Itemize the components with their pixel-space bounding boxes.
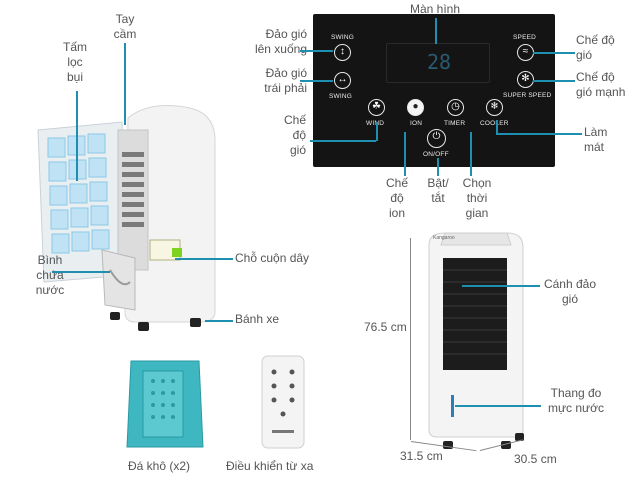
dust-filter-image: [37, 121, 129, 283]
label-wind-mode: Chế độ gió: [283, 113, 306, 157]
swing-vertical-icon: ↕: [334, 44, 351, 61]
label-height: 76.5 cm: [364, 320, 407, 334]
swing-horizontal-icon: ↔: [334, 72, 351, 89]
label-swing-horizontal: Đảo gió trái phải: [264, 66, 307, 95]
panel-ion-text: ION: [410, 120, 423, 127]
label-timer: Chọn thời gian: [462, 176, 492, 220]
cooler-body-back-image: [101, 105, 216, 331]
label-speed: Chế độ gió: [576, 33, 615, 62]
cooler-exploded-illustration: [37, 105, 216, 331]
timer-icon: ◷: [447, 99, 464, 116]
panel-wind-text: WIND: [366, 120, 384, 127]
label-cooler: Làm mát: [584, 125, 608, 154]
panel-swing-top-text: SWING: [331, 34, 355, 41]
label-water-tank: Bình chứa nước: [35, 253, 65, 297]
label-display: Màn hình: [409, 2, 461, 16]
label-louver: Cánh đảo gió: [543, 277, 597, 306]
display-value: 28: [427, 50, 452, 74]
label-remote: Điều khiển từ xa: [226, 459, 314, 473]
label-swing-vertical: Đảo gió lên xuống: [254, 27, 307, 56]
label-cord-storage: Chỗ cuộn dây: [235, 251, 310, 265]
cooler-front-illustration: [428, 232, 524, 449]
panel-speed-text: SPEED: [513, 34, 537, 41]
label-ion-mode: Chế độ ion: [385, 176, 408, 220]
panel-swing-bottom-text: SWING: [329, 93, 353, 100]
brand-logo: Kangaroo: [433, 235, 455, 241]
label-ice-pack: Đá khô (x2): [128, 459, 191, 473]
label-super-speed: Chế độ gió mạnh: [576, 70, 626, 99]
label-dust-filter: Tấm lọc bụi: [63, 40, 87, 84]
panel-onoff-text: ON/OFF: [423, 151, 449, 158]
power-icon: ⏻: [427, 129, 446, 148]
panel-timer-text: TIMER: [444, 120, 466, 127]
label-width: 31.5 cm: [400, 449, 443, 463]
label-power: Bật/ tắt: [427, 176, 449, 205]
speed-icon: ≈: [517, 44, 534, 61]
panel-display: 28: [386, 43, 490, 83]
label-water-gauge: Thang đo mực nước: [548, 386, 604, 415]
label-handle: Tay cầm: [113, 12, 137, 41]
ion-icon: ●: [407, 99, 424, 116]
control-panel: 28 SWING ↕ ↔ SWING SPEED ≈ ✻ SUPER SPEED…: [313, 14, 555, 167]
wind-icon: ☘: [368, 99, 385, 116]
super-speed-icon: ✻: [517, 71, 534, 88]
panel-cooler-text: COOLER: [480, 120, 509, 127]
label-depth: 30.5 cm: [514, 452, 557, 466]
panel-super-speed-text: SUPER SPEED: [503, 92, 552, 99]
height-dimension-line: [410, 238, 411, 440]
ice-pack-illustration: [126, 360, 204, 448]
label-wheels: Bánh xe: [235, 312, 280, 326]
cooler-icon: ❄: [486, 99, 503, 116]
remote-control-illustration: [261, 355, 305, 449]
